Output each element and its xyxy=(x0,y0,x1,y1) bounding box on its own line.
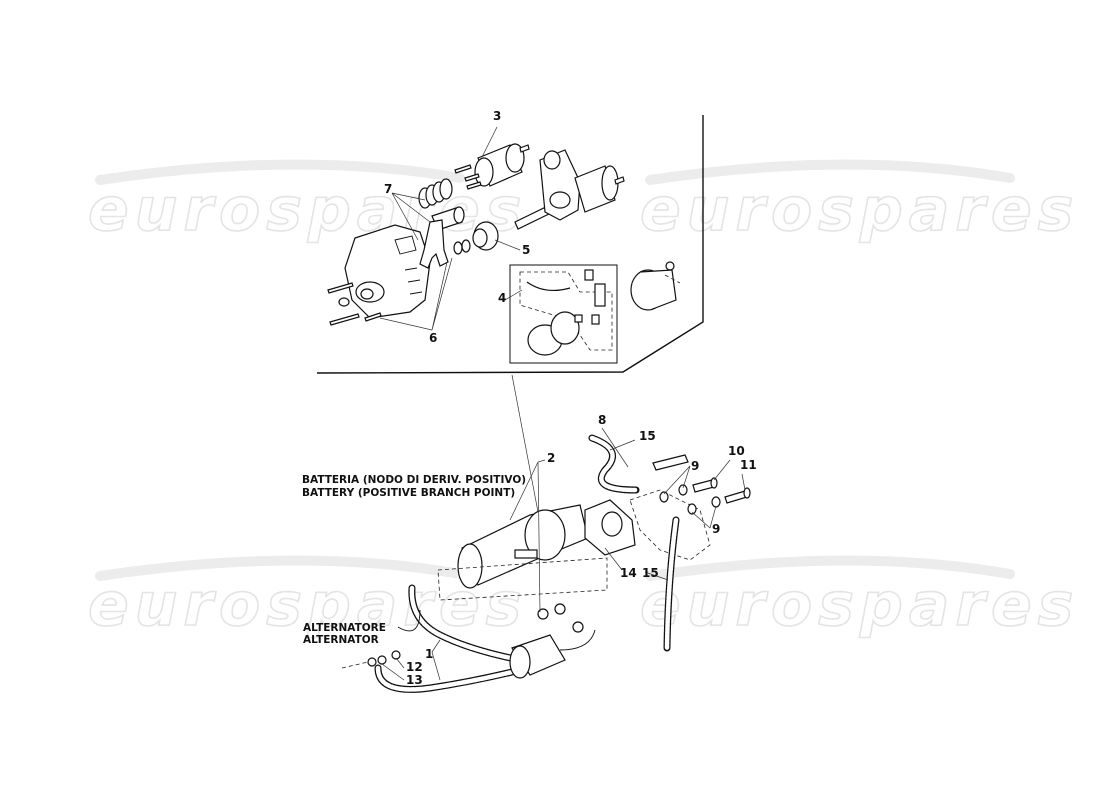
brush-holder-kit xyxy=(509,264,618,364)
callout-7: 7 xyxy=(384,182,392,196)
svg-text:eurospares: eurospares xyxy=(640,175,1079,245)
armature-and-motor xyxy=(514,149,625,230)
end-cap xyxy=(630,261,681,311)
watermark-bottom-left: eurospares xyxy=(87,555,527,641)
svg-text:BATTERY (POSITIVE BRANCH POINT: BATTERY (POSITIVE BRANCH POINT) xyxy=(302,487,515,499)
leader-lines xyxy=(379,126,746,681)
mounting-nuts xyxy=(537,603,566,620)
detail-connector-line xyxy=(511,374,539,513)
callout-10: 10 xyxy=(728,444,745,458)
alternator-nuts xyxy=(341,650,401,669)
callout-1: 1 xyxy=(425,647,433,661)
ground-cable-upper xyxy=(588,434,640,494)
callout-15-upper: 15 xyxy=(639,429,656,443)
shift-fork xyxy=(419,219,449,269)
svg-text:ALTERNATOR: ALTERNATOR xyxy=(303,634,379,646)
watermark-top-left: eurospares xyxy=(87,159,522,246)
callout-8: 8 xyxy=(598,413,606,427)
svg-text:ALTERNATORE: ALTERNATORE xyxy=(303,622,386,634)
callout-4: 4 xyxy=(498,291,506,305)
solenoid xyxy=(474,143,530,187)
assembled-starter xyxy=(457,499,636,589)
alternator-caption: ALTERNATORE ALTERNATOR xyxy=(303,622,386,646)
retaining-rings xyxy=(453,239,471,255)
spring xyxy=(418,178,453,209)
callout-2: 2 xyxy=(547,451,555,465)
pinion-gear xyxy=(472,221,499,251)
callout-12: 12 xyxy=(406,660,423,674)
engine-mount-ghost xyxy=(629,489,711,561)
callout-9-lower: 9 xyxy=(712,522,720,536)
callout-6: 6 xyxy=(429,331,437,345)
watermark-bottom-right: eurospares xyxy=(639,555,1079,641)
watermark-top-right: eurospares xyxy=(639,159,1079,246)
callout-5: 5 xyxy=(522,243,530,257)
svg-text:BATTERIA (NODO DI DERIV. POSIT: BATTERIA (NODO DI DERIV. POSITIVO) xyxy=(302,474,526,486)
svg-text:eurospares: eurospares xyxy=(88,570,527,640)
detail-frame xyxy=(316,115,704,374)
stud xyxy=(652,454,689,471)
svg-text:eurospares: eurospares xyxy=(640,570,1079,640)
ground-cable-lower xyxy=(663,516,680,652)
housing-bolts xyxy=(327,282,382,326)
callout-15-lower: 15 xyxy=(642,566,659,580)
wiring-harness xyxy=(374,584,596,693)
callout-14: 14 xyxy=(620,566,637,580)
callout-13: 13 xyxy=(406,673,423,687)
solenoid-screws xyxy=(454,164,482,190)
bolt-10 xyxy=(692,477,718,493)
callout-3: 3 xyxy=(493,109,501,123)
callout-9-upper: 9 xyxy=(691,459,699,473)
bolt-11 xyxy=(724,487,751,504)
washers xyxy=(659,484,721,515)
mounting-dashed-outline xyxy=(437,557,608,601)
battery-caption: BATTERIA (NODO DI DERIV. POSITIVO) BATTE… xyxy=(302,474,526,499)
callouts: 3 7 5 4 6 8 15 10 2 9 11 9 14 15 1 12 13 xyxy=(384,109,757,687)
callout-11: 11 xyxy=(740,458,757,472)
